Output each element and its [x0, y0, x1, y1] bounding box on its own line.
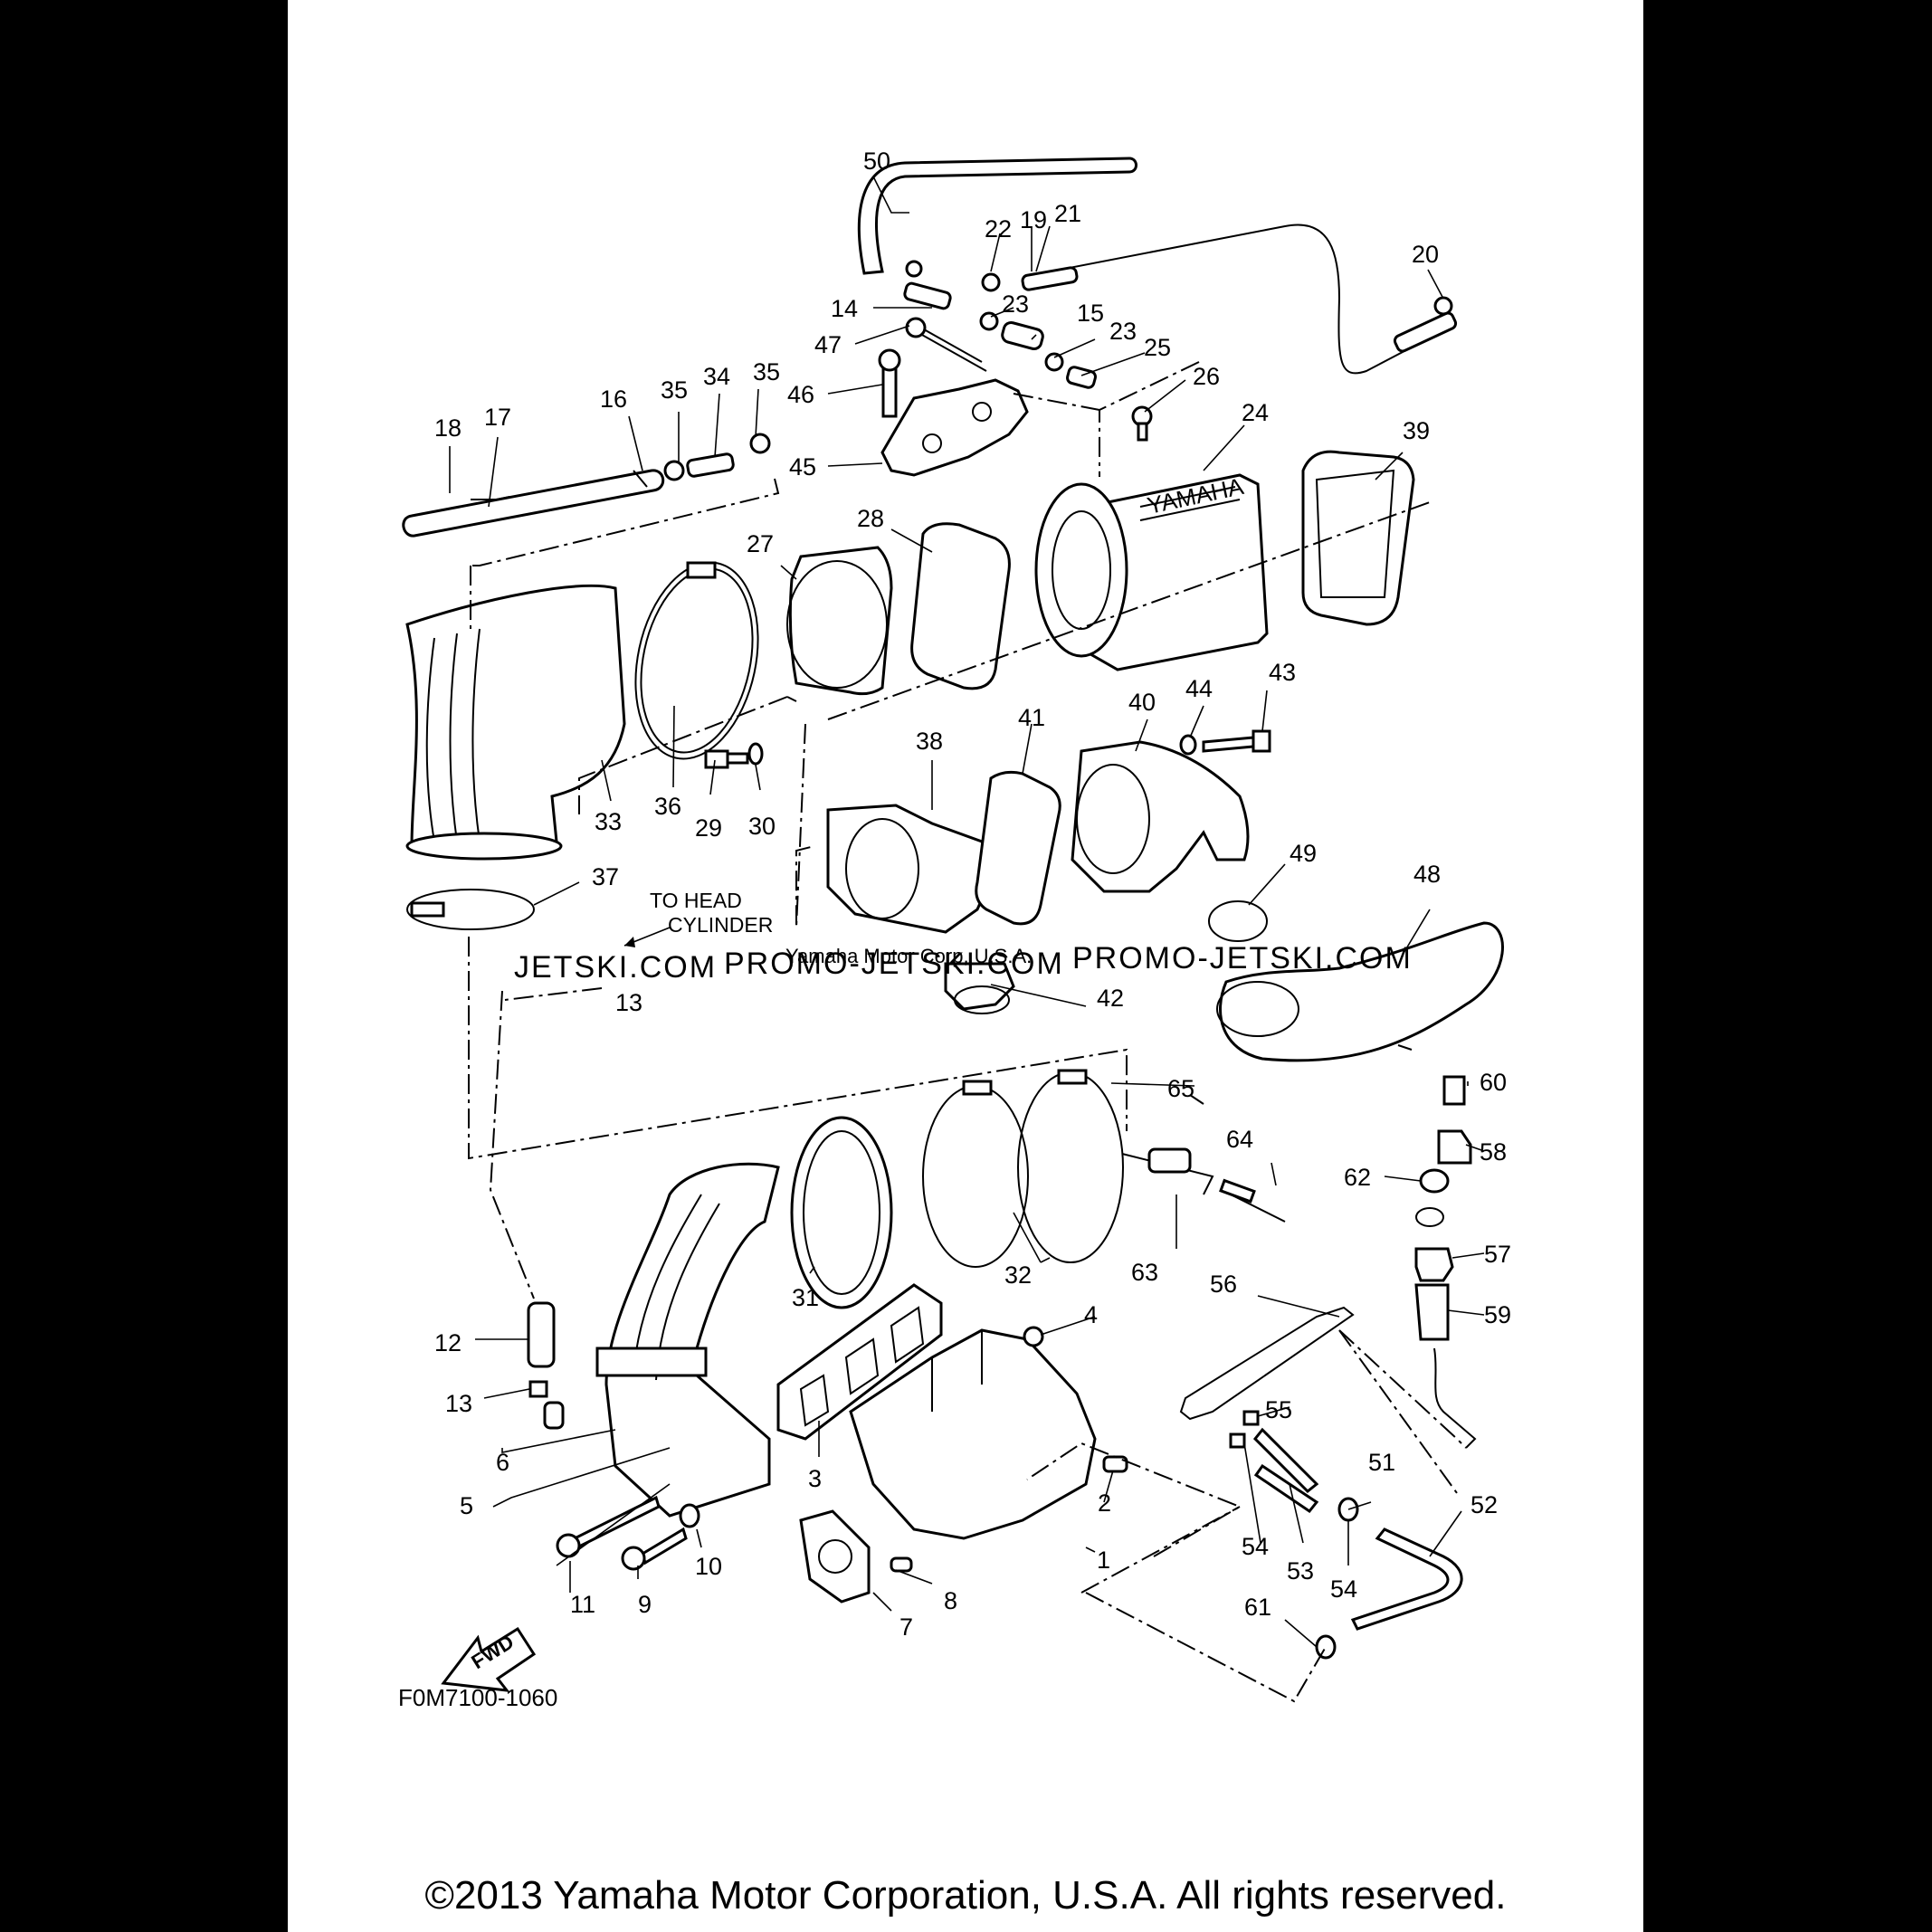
callout-6: 6	[496, 1449, 509, 1476]
part-drawings: YAMAHA	[402, 157, 1504, 1692]
callout-54b: 54	[1330, 1575, 1357, 1603]
callout-26: 26	[1193, 363, 1220, 390]
watermark-middle: PROMO-JETSKI.COM	[724, 947, 1064, 981]
callout-17: 17	[484, 404, 511, 431]
callout-55: 55	[1265, 1396, 1292, 1423]
callout-34: 34	[703, 363, 730, 390]
callout-49: 49	[1290, 840, 1317, 867]
callout-51: 51	[1368, 1449, 1395, 1476]
callout-2: 2	[1098, 1489, 1111, 1517]
copyright-notice: ©2013 Yamaha Motor Corporation, U.S.A. A…	[424, 1873, 1507, 1918]
callout-15: 15	[1077, 300, 1104, 327]
callout-23b: 23	[1109, 318, 1137, 345]
callout-33: 33	[595, 808, 622, 835]
callout-9: 9	[638, 1591, 652, 1618]
callout-8: 8	[944, 1587, 957, 1614]
callout-37: 37	[592, 863, 619, 890]
callout-5: 5	[460, 1492, 473, 1519]
callout-29: 29	[695, 814, 722, 842]
callout-43: 43	[1269, 659, 1296, 686]
callout-7: 7	[899, 1613, 913, 1641]
to-head-cylinder-note: TO HEAD CYLINDER	[623, 889, 773, 947]
callout-12: 12	[434, 1329, 462, 1356]
callout-62: 62	[1344, 1164, 1371, 1191]
callout-13b: 13	[445, 1390, 472, 1417]
callout-28: 28	[857, 505, 884, 532]
watermark-right: PROMO-JETSKI.COM	[1072, 941, 1413, 976]
callout-54a: 54	[1242, 1533, 1269, 1560]
callout-32: 32	[1004, 1261, 1032, 1289]
callout-58: 58	[1480, 1138, 1507, 1166]
callout-25: 25	[1144, 334, 1171, 361]
callout-numbers: 50 22 19 21 20 14 23 15 23 25 47 46 45 2…	[434, 148, 1511, 1641]
callout-53: 53	[1287, 1557, 1314, 1585]
callout-46: 46	[787, 381, 814, 408]
callout-40: 40	[1128, 689, 1156, 716]
callout-63: 63	[1131, 1259, 1158, 1286]
callout-19: 19	[1020, 206, 1047, 233]
callout-20: 20	[1412, 241, 1439, 268]
callout-47: 47	[814, 331, 842, 358]
callout-50: 50	[863, 148, 890, 175]
callout-10: 10	[695, 1553, 722, 1580]
callout-30: 30	[748, 813, 776, 840]
callout-38: 38	[916, 728, 943, 755]
callout-31: 31	[792, 1284, 819, 1311]
to-head-line-1: TO HEAD	[650, 889, 742, 912]
leader-lines	[449, 176, 1485, 1648]
watermark-overlay: Yamaha Motor Corp, U.S.A.	[785, 945, 1032, 967]
fwd-arrow: FWD	[441, 1626, 537, 1692]
to-head-line-2: CYLINDER	[668, 913, 773, 937]
callout-41: 41	[1018, 704, 1045, 731]
drawing-code: F0M7100-1060	[398, 1684, 557, 1711]
callout-36: 36	[654, 793, 681, 820]
callout-24: 24	[1242, 399, 1269, 426]
callout-18: 18	[434, 414, 462, 442]
callout-11: 11	[570, 1591, 595, 1618]
callout-42: 42	[1097, 985, 1124, 1012]
callout-39: 39	[1403, 417, 1430, 444]
callout-59: 59	[1484, 1301, 1511, 1328]
watermarks: JETSKI.COM PROMO-JETSKI.COM PROMO-JETSKI…	[514, 941, 1413, 985]
callout-23a: 23	[1002, 290, 1029, 318]
callout-57: 57	[1484, 1241, 1511, 1268]
callout-61: 61	[1244, 1594, 1271, 1621]
callout-35b: 35	[753, 358, 780, 385]
callout-56: 56	[1210, 1271, 1237, 1298]
callout-44: 44	[1185, 675, 1213, 702]
callout-27: 27	[747, 530, 774, 557]
callout-22: 22	[985, 215, 1012, 243]
callout-3: 3	[808, 1465, 822, 1492]
callout-13a: 13	[615, 989, 642, 1016]
callout-45: 45	[789, 453, 816, 481]
callout-4: 4	[1084, 1301, 1098, 1328]
grouping-lines	[468, 361, 1467, 1703]
callout-65: 65	[1167, 1075, 1194, 1102]
callout-52: 52	[1470, 1491, 1498, 1518]
callout-64: 64	[1226, 1126, 1253, 1153]
callout-16: 16	[600, 385, 627, 413]
callout-35a: 35	[661, 376, 688, 404]
callout-14: 14	[831, 295, 858, 322]
callout-1: 1	[1097, 1547, 1110, 1574]
callout-48: 48	[1413, 861, 1441, 888]
watermark-left: JETSKI.COM	[514, 950, 717, 985]
callout-60: 60	[1480, 1069, 1507, 1096]
callout-21: 21	[1054, 200, 1081, 227]
